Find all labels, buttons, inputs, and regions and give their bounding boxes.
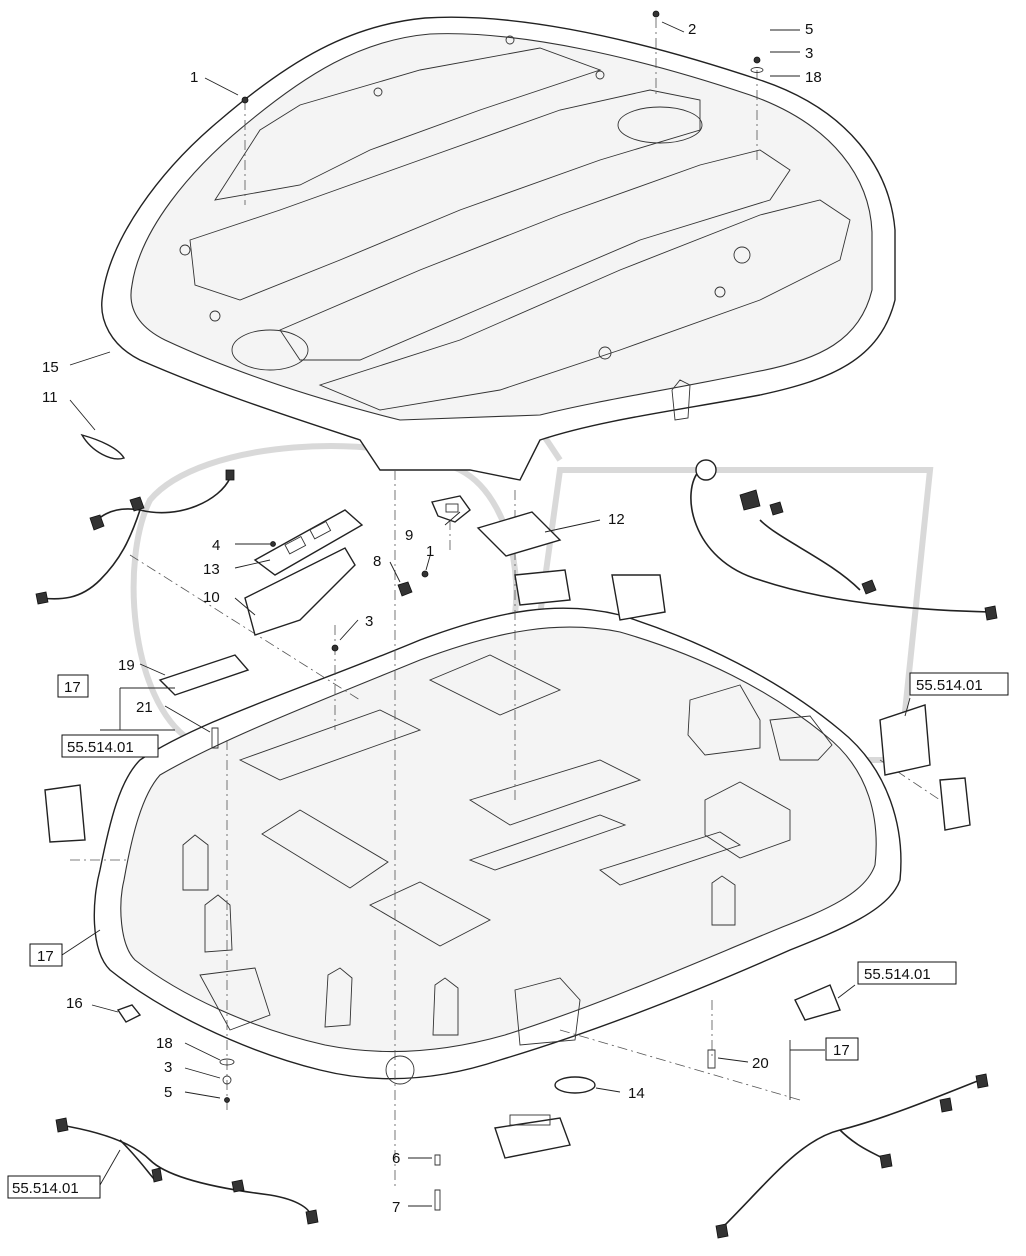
callout-12: 12 <box>608 511 625 528</box>
callout-4: 4 <box>212 537 220 554</box>
callout-20: 20 <box>752 1055 769 1072</box>
callout-5: 5 <box>805 21 813 38</box>
callout-2: 2 <box>688 21 696 38</box>
callout-5b: 5 <box>164 1084 172 1101</box>
callout-8: 8 <box>373 553 381 570</box>
ref-box-17: 17 <box>37 948 54 965</box>
callout-18: 18 <box>805 69 822 86</box>
ref-box-55-514-01: 55.514.01 <box>67 739 134 756</box>
callout-15: 15 <box>42 359 59 376</box>
leader-lines <box>61 21 911 1207</box>
callout-16: 16 <box>66 995 83 1012</box>
roof-cover <box>101 16 896 481</box>
callout-1: 1 <box>190 69 198 86</box>
callout-3b: 3 <box>365 613 373 630</box>
alignment-lines <box>70 18 941 1190</box>
loose-parts <box>44 10 971 1211</box>
ref-box-55-514-01: 55.514.01 <box>916 677 983 694</box>
wiring-harnesses <box>35 459 998 1239</box>
callout-19: 19 <box>118 657 135 674</box>
callout-3c: 3 <box>164 1059 172 1076</box>
callout-1b: 1 <box>426 543 434 560</box>
callout-9: 9 <box>405 527 413 544</box>
roof-base-frame <box>93 607 902 1085</box>
ref-box-55-514-01: 55.514.01 <box>864 966 931 983</box>
callout-7: 7 <box>392 1199 400 1216</box>
callout-11: 11 <box>42 389 58 406</box>
callout-labels: 1 2 5 3 18 15 11 9 12 4 13 10 8 1 3 19 2… <box>42 21 822 1216</box>
callout-13: 13 <box>203 561 220 578</box>
ref-box-17: 17 <box>64 679 81 696</box>
callout-3: 3 <box>805 45 813 62</box>
callout-18b: 18 <box>156 1035 173 1052</box>
callout-14: 14 <box>628 1085 645 1102</box>
callout-6: 6 <box>392 1150 400 1167</box>
ref-box-17: 17 <box>833 1042 850 1059</box>
ref-box-55-514-01: 55.514.01 <box>12 1180 79 1197</box>
reference-boxes: 17 17 17 55.514.01 55.514.01 55.514.01 5… <box>7 672 1009 1199</box>
callout-10: 10 <box>203 589 220 606</box>
callout-21: 21 <box>136 699 153 716</box>
